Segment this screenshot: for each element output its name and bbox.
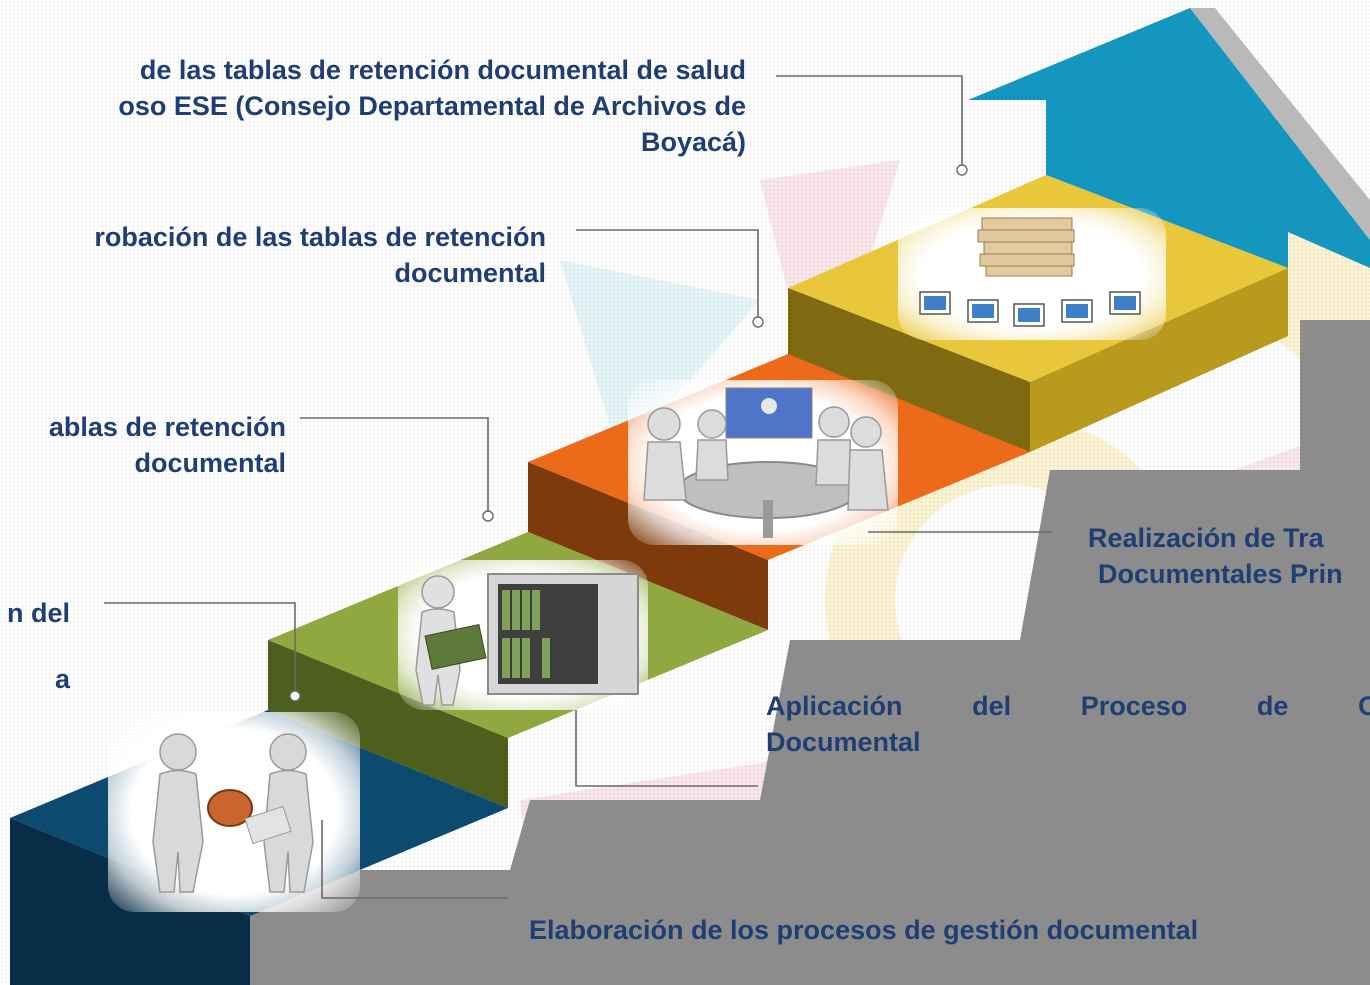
label-apply: Aplicación del Proceso de Org Documental <box>766 691 1370 757</box>
label-left-third: ablas de retención documental <box>48 412 286 478</box>
step4-front <box>788 288 1030 452</box>
step3-front <box>528 462 768 630</box>
connector-bottom <box>321 820 508 899</box>
photo-step1 <box>108 712 360 912</box>
arrow-head <box>968 8 1370 268</box>
people-meeting-at-table-icon <box>643 387 889 538</box>
people-with-stamp-icon <box>152 733 314 893</box>
label-left-top: de las tablas de retención documental de… <box>118 55 746 157</box>
connector-fourth <box>104 602 296 693</box>
step2-front <box>268 640 508 808</box>
stair-shadow <box>250 320 1370 985</box>
documents-and-laptops-icon <box>919 217 1141 327</box>
label-elaboration: Elaboración de los procesos de gestión d… <box>529 915 1199 945</box>
label-left-fourth: n del a <box>6 598 70 694</box>
photo-step2 <box>398 560 648 710</box>
label-transfer: Realización de Tra Documentales Prin <box>1088 523 1343 589</box>
connector-apply <box>575 710 758 787</box>
label-left-second: robación de las tablas de retención docu… <box>94 222 546 288</box>
photo-step3 <box>628 380 898 545</box>
photo-step4 <box>898 208 1166 340</box>
step4-side <box>1030 268 1288 452</box>
person-reading-at-filing-cabinet-icon <box>415 573 639 706</box>
connector-second <box>576 229 759 318</box>
connector-third <box>300 417 489 512</box>
connector-top <box>776 75 963 168</box>
arrow-side <box>1190 8 1370 240</box>
